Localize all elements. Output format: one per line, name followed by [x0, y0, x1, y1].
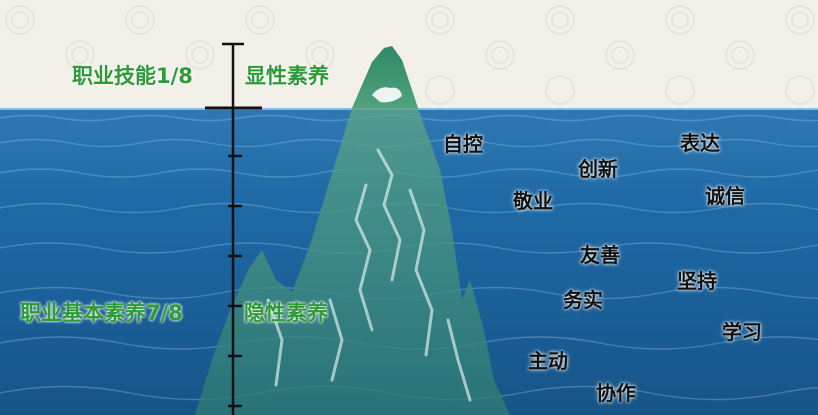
quality-word: 协作: [596, 381, 636, 405]
quality-word: 敬业: [513, 189, 553, 213]
quality-word: 自控: [443, 132, 483, 156]
quality-word: 务实: [563, 288, 603, 312]
quality-word: 诚信: [705, 184, 745, 208]
explicit-quality-label: 显性素养: [245, 64, 329, 88]
quality-word: 友善: [580, 243, 620, 267]
basic-quality-label: 职业基本素养7/8: [20, 301, 183, 325]
quality-word: 表达: [680, 131, 720, 155]
iceberg-tip: [352, 46, 418, 108]
implicit-quality-label: 隐性素养: [244, 301, 328, 325]
quality-word: 创新: [578, 157, 618, 181]
iceberg-submerged: [195, 108, 510, 415]
visible-skill-label: 职业技能1/8: [72, 64, 193, 88]
quality-word: 坚持: [677, 269, 717, 293]
quality-word: 主动: [528, 349, 568, 373]
quality-word: 学习: [722, 320, 762, 344]
